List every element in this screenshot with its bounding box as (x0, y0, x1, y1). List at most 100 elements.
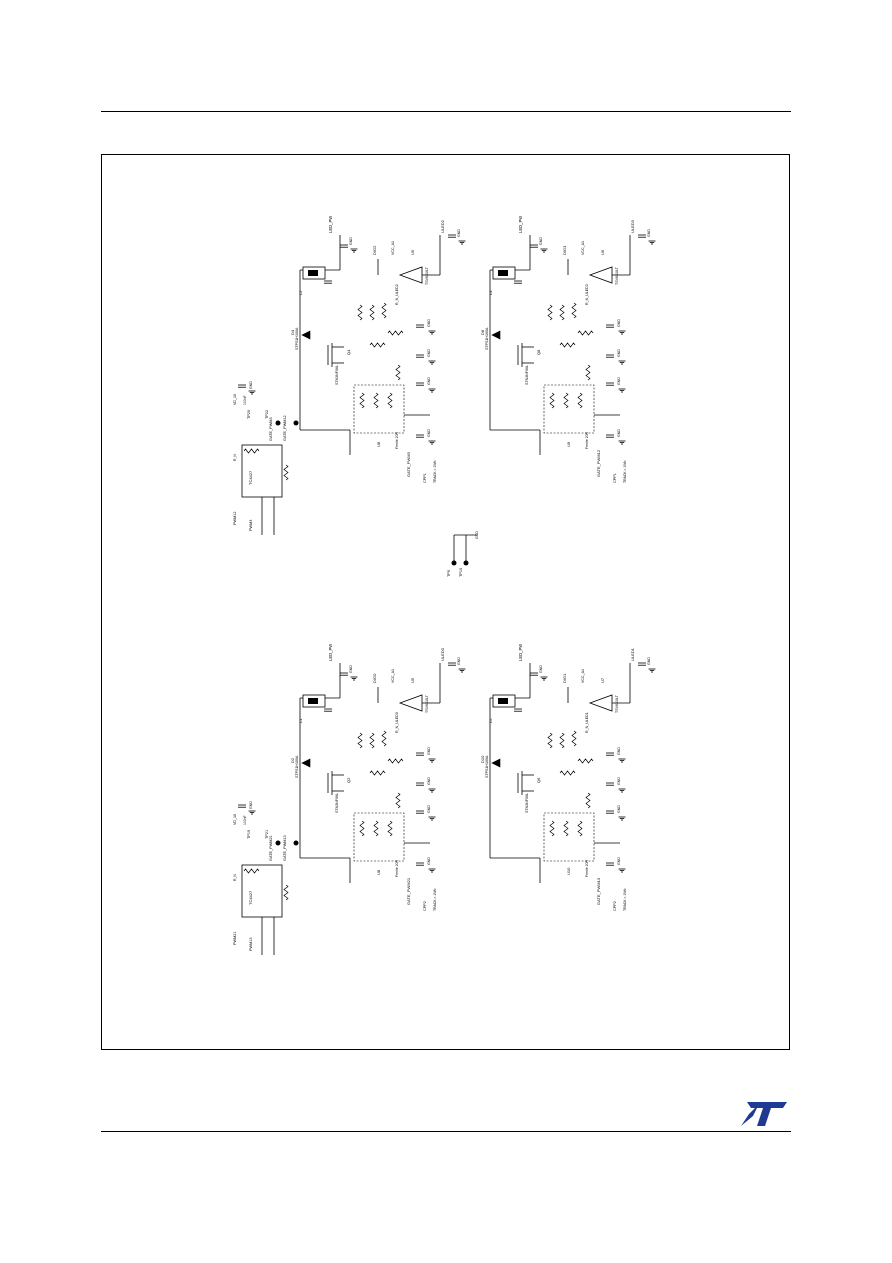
gnd-label: GND (457, 657, 461, 665)
gnd-label: GND (427, 857, 431, 865)
gnd-label: GND (617, 349, 621, 357)
track-label: TRACK = 1Wb (623, 889, 627, 911)
ic-label: U8 (376, 441, 381, 447)
vcc-label: VCC_A1 (581, 669, 585, 683)
gate-label: GATE_PWM13 (596, 877, 601, 905)
inductor-label: L5 (488, 718, 493, 723)
resistor (283, 464, 289, 481)
resistor (395, 364, 401, 381)
resistor (387, 758, 404, 764)
tp-label: TP9 (447, 570, 451, 577)
diode-label: D2 (290, 757, 295, 763)
gnd-label: GND (617, 777, 621, 785)
resistor (243, 448, 260, 454)
ic-label: U10 (566, 867, 571, 875)
resistor (563, 392, 569, 409)
ic-label: U8 (376, 869, 381, 875)
gnd-label: GND (427, 377, 431, 385)
resistor (571, 302, 577, 319)
gnd-label: GND (617, 747, 621, 755)
tp-label: TP21 (265, 830, 269, 839)
track-label: TRACK = 1Wb (433, 889, 437, 911)
ferrite-label: Ferrite 20R (585, 431, 589, 449)
resistor (369, 732, 375, 749)
diode-part-label: STPS1H100A (485, 755, 489, 778)
driver-res-label: R_N (233, 874, 237, 881)
resistor (395, 792, 401, 809)
diode-part-label: STPS1H100A (485, 327, 489, 350)
resistor (577, 392, 583, 409)
gnd-label: GND (427, 747, 431, 755)
resistor (559, 342, 576, 348)
inductor-core (308, 698, 318, 704)
resistor (359, 392, 365, 409)
gnd-label: GND (249, 801, 253, 809)
test-point-dot (293, 420, 299, 426)
tp-label: TP22 (265, 410, 269, 419)
gate-filter-box (353, 812, 405, 862)
gnd-label: GND (249, 381, 253, 389)
cpp-label: CPP2 (423, 901, 427, 911)
opamp-symbol (588, 694, 613, 712)
driver-ic-body (241, 864, 283, 918)
gnd-label: GND (539, 665, 543, 673)
mosfet-part-label: STN3NF06L (525, 793, 529, 813)
diode-symbol (491, 758, 501, 768)
tp-label: TP19 (247, 830, 251, 839)
gnd-label: GND (617, 429, 621, 437)
inductor-label: L4 (488, 290, 493, 295)
gnd-label: GND (427, 777, 431, 785)
driver-input-label: PWM21 (233, 931, 237, 945)
opamp-label: U5 (410, 249, 415, 255)
mosfet-part-label: STN3NF06L (525, 365, 529, 385)
resistor (369, 342, 386, 348)
opamp-label: U5 (410, 677, 415, 683)
mosfet-label: Q2 (346, 777, 351, 783)
uled-label: ULED1 (630, 647, 635, 661)
gnd-label: GND (457, 229, 461, 237)
resistor (381, 302, 387, 319)
ref-node-label: R_N_ULED0 (395, 712, 399, 733)
ferrite-label: Ferrite 20R (395, 859, 399, 877)
resistor (559, 304, 565, 321)
diode-label: D8 (480, 329, 485, 335)
gnd-label: GND (617, 377, 621, 385)
inductor-core (498, 698, 508, 704)
mosfet-label: Q4 (346, 349, 351, 355)
gnd-label: GND (427, 319, 431, 327)
ref-node-label: R_N_ULED3 (585, 284, 589, 305)
gate-label: GATE_PWM3 (406, 451, 411, 477)
vcc-label: VCC_A1 (391, 241, 395, 255)
opamp-part-label: TSV631ILT (425, 266, 429, 285)
opamp-label: U7 (600, 677, 605, 683)
inductor-label: L1 (298, 718, 303, 723)
resistor (577, 820, 583, 837)
gnd-label: GND (617, 805, 621, 813)
resistor (559, 732, 565, 749)
resistor (387, 820, 393, 837)
dig-label: DIG1 (562, 673, 567, 683)
resistor (559, 770, 576, 776)
inductor-label: L2 (298, 290, 303, 295)
vcc-label: VCC_A1 (581, 241, 585, 255)
gnd-label: GND (647, 657, 651, 665)
resistor (577, 758, 594, 764)
resistor (381, 730, 387, 747)
ferrite-label: Ferrite 20R (585, 859, 589, 877)
ferrite-label: Ferrite 20R (395, 431, 399, 449)
diode-label: D10 (480, 755, 485, 763)
gnd-label: GND (427, 349, 431, 357)
tp-label: TP20 (247, 410, 251, 419)
inductor-core (498, 270, 508, 276)
uled-label: ULED2 (440, 219, 445, 233)
gate-label: GATE_PWM12 (596, 449, 601, 477)
driver-res-label: R_N (233, 454, 237, 461)
dig-label: DIG0 (372, 673, 377, 683)
diode-part-label: STPS1H100A (295, 327, 299, 350)
resistor (549, 820, 555, 837)
